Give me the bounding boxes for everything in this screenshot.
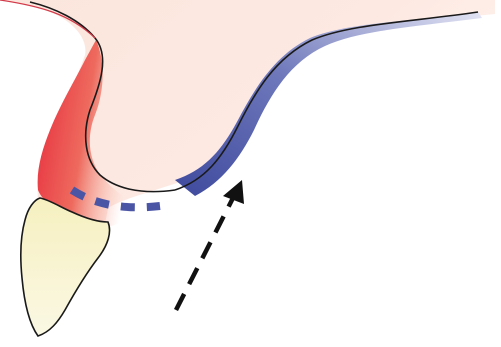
direction-arrow	[176, 180, 244, 310]
